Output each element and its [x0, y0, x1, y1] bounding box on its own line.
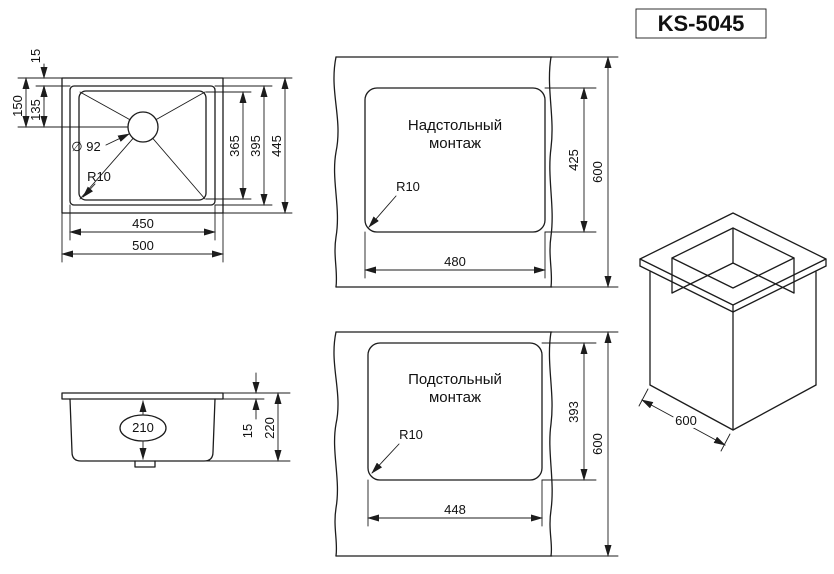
counter-edges-bottom — [335, 331, 553, 557]
dim-bowl-inner-depth: 365 — [227, 135, 242, 157]
undermount-label-line2: монтаж — [429, 389, 481, 406]
dim-corner-radius-top-view: R10 — [87, 169, 111, 184]
dim-overall-depth: 445 — [269, 135, 284, 157]
iso-bowl-floor-edges — [671, 262, 795, 294]
undermount-cutout-rect — [367, 342, 543, 481]
break-line-right — [548, 56, 553, 288]
isometric-view: 600 — [638, 212, 827, 452]
dim-drain-from-top: 150 — [10, 95, 25, 117]
iso-bowl-opening — [671, 227, 795, 289]
overmount-label-line2: монтаж — [429, 135, 481, 152]
iso-rim-thickness — [639, 258, 827, 313]
undermount-diagram: Подстольный монтаж R10 448 393 600 — [333, 331, 619, 557]
overmount-label-line1: Надстольный — [408, 117, 502, 134]
dim-iso-width: 600 — [675, 413, 697, 428]
front-view-dimension-lines — [139, 372, 291, 462]
dim-overmount-cutout-depth: 425 — [566, 149, 581, 171]
dim-rim-height: 15 — [240, 424, 255, 438]
dim-overmount-cutout-width: 480 — [444, 254, 466, 269]
dim-bowl-width: 450 — [132, 216, 154, 231]
break-line-left-2 — [333, 331, 339, 557]
dim-overmount-counter-depth: 600 — [590, 161, 605, 183]
drain-stub — [134, 460, 156, 468]
dim-drain-from-rim: 135 — [28, 99, 43, 121]
undermount-dimension-lines — [367, 331, 619, 557]
dim-drain-diameter: ∅ 92 — [71, 139, 100, 154]
iso-outline — [639, 212, 827, 431]
dim-undermount-cutout-width: 448 — [444, 502, 466, 517]
dim-undermount-radius: R10 — [399, 427, 423, 442]
overmount-cutout-rect — [364, 87, 546, 233]
undermount-counter — [333, 331, 553, 557]
overmount-counter — [333, 56, 553, 288]
iso-bowl-inner-walls — [671, 227, 795, 294]
title-block: KS-5045 — [635, 8, 767, 39]
top-view-extension-lines — [17, 77, 293, 263]
depth-balloon — [119, 414, 167, 442]
top-view: 15 150 135 ∅ 92 R10 365 395 445 450 500 — [10, 49, 293, 263]
dim-undermount-counter-depth: 600 — [590, 433, 605, 455]
dim-bowl-depth: 395 — [248, 135, 263, 157]
overmount-dimension-lines — [364, 56, 619, 288]
drain-circle — [127, 111, 159, 143]
front-view: 210 15 220 — [61, 372, 291, 468]
bowl-section — [69, 398, 216, 462]
break-line-right-2 — [548, 331, 553, 557]
sink-bowl-floor-rect — [78, 90, 207, 201]
sink-bowl-opening-rect — [69, 85, 216, 206]
dim-overall-width: 500 — [132, 238, 154, 253]
break-line-left — [333, 56, 339, 288]
floor-slope-lines — [79, 91, 206, 200]
top-view-dimension-lines — [22, 63, 289, 258]
counter-edges-top — [335, 56, 553, 288]
model-title: KS-5045 — [658, 11, 745, 36]
front-view-outline — [61, 392, 224, 468]
top-view-outline — [61, 77, 224, 214]
dim-overmount-radius: R10 — [396, 179, 420, 194]
undermount-label-line1: Подстольный — [408, 371, 502, 388]
dim-bowl-inside-depth: 210 — [132, 420, 154, 435]
iso-body-edges — [649, 271, 817, 431]
iso-dimension-lines — [638, 388, 731, 452]
dim-rim: 15 — [28, 49, 43, 63]
title-frame — [635, 8, 767, 39]
dim-overall-height: 220 — [262, 417, 277, 439]
dim-undermount-cutout-depth: 393 — [566, 401, 581, 423]
overmount-diagram: Надстольный монтаж R10 480 425 600 — [333, 56, 619, 288]
sink-outer-rect — [61, 77, 224, 214]
flange-lines — [61, 392, 224, 400]
